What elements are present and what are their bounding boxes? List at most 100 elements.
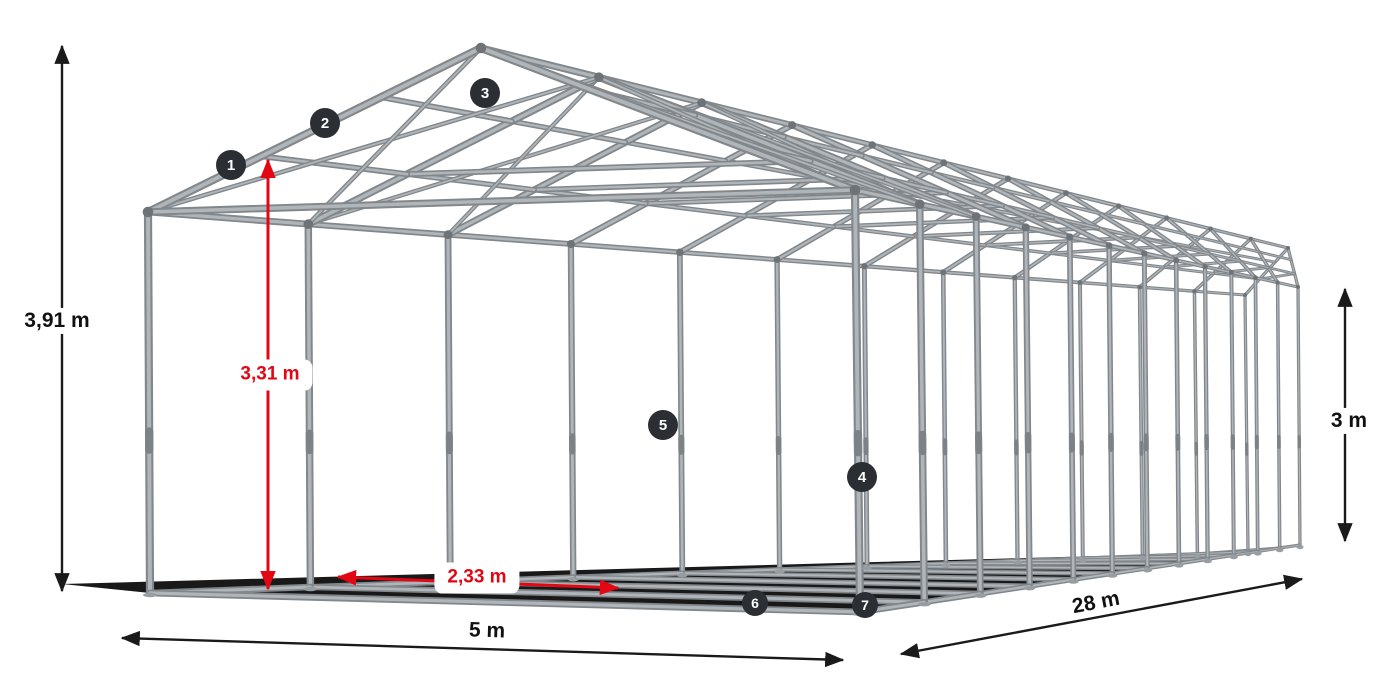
base-plate: [677, 572, 688, 578]
roof-purlin: [1238, 259, 1270, 270]
frame-joint: [1202, 263, 1208, 270]
base-plate: [1296, 544, 1304, 550]
base-plate: [1253, 551, 1262, 556]
ridge-beam: [1063, 190, 1121, 209]
callout-2[interactable]: 2: [310, 108, 340, 138]
side-height-label: 3 m: [1324, 407, 1374, 435]
frame-joint: [1105, 242, 1113, 250]
frame-joint: [1066, 233, 1074, 241]
frame-joint: [773, 256, 781, 264]
eave-purlin: [1067, 234, 1112, 249]
frame-joint: [697, 98, 707, 108]
rafter: [1005, 176, 1147, 256]
roof-purlin: [1232, 253, 1277, 264]
callout-5[interactable]: 5: [648, 410, 678, 440]
rafter: [1164, 215, 1234, 275]
rafter: [476, 43, 860, 195]
ridge-beam: [1005, 176, 1069, 196]
post: [915, 200, 929, 606]
eave-purlin: [1174, 258, 1208, 269]
frame-joint: [1164, 215, 1170, 221]
base-plate: [862, 566, 872, 571]
collar-tie: [1258, 272, 1297, 281]
post: [861, 263, 870, 569]
post: [143, 207, 155, 598]
frame-joint: [142, 206, 154, 218]
post: [1106, 242, 1116, 577]
base-plate: [143, 592, 157, 598]
roof-purlin: [1257, 250, 1293, 262]
roof-purlin: [1267, 266, 1297, 276]
roof-purlin: [643, 201, 748, 219]
post: [1229, 270, 1236, 558]
rafter: [869, 142, 1073, 240]
base-rail: [1145, 561, 1182, 571]
frame-joint: [914, 199, 925, 209]
post: [676, 249, 686, 577]
roof-purlin: [1107, 258, 1166, 269]
post: [1253, 275, 1260, 554]
base-plate: [941, 563, 951, 568]
base-plate: [1244, 551, 1252, 557]
frame-joint: [1248, 236, 1253, 241]
eave-purlin: [1276, 280, 1300, 289]
eave-purlin: [1137, 285, 1197, 293]
rafter: [788, 121, 1029, 231]
base-plate: [1138, 555, 1147, 561]
post: [1192, 289, 1200, 556]
post: [1141, 250, 1150, 571]
rafter: [1208, 226, 1258, 280]
roof-purlin: [1097, 211, 1147, 226]
eave-purlin: [1142, 251, 1179, 263]
roof-purlin: [623, 139, 729, 164]
frame-joint: [1296, 285, 1300, 289]
post: [444, 231, 454, 586]
frame-joint: [1243, 293, 1247, 297]
callout-7[interactable]: 7: [852, 592, 878, 618]
base-plate: [1229, 554, 1238, 560]
frame-joint: [971, 212, 981, 221]
frame-joint: [1228, 269, 1234, 275]
ground-beam: [146, 589, 864, 616]
post: [1275, 280, 1282, 550]
frame-joint: [1253, 275, 1258, 281]
collar-tie: [831, 215, 1056, 229]
eave-purlin: [973, 213, 1029, 231]
frame-joint: [940, 159, 948, 167]
base-plate: [1142, 568, 1153, 573]
roof-purlin: [1207, 252, 1242, 263]
callout-3[interactable]: 3: [470, 78, 500, 108]
eave-purlin: [774, 257, 867, 269]
post: [567, 240, 577, 581]
callout-6[interactable]: 6: [742, 590, 768, 616]
base-plate: [1276, 547, 1284, 553]
frame-joint: [788, 121, 797, 130]
eave-purlin: [1253, 276, 1280, 285]
eave-purlin: [1203, 264, 1234, 275]
ridge-beam: [1164, 216, 1213, 231]
frame-joint: [676, 248, 684, 256]
post: [940, 269, 949, 566]
rafter: [1286, 246, 1300, 289]
frame-joint: [566, 239, 575, 249]
roof-purlin: [508, 118, 629, 146]
frame-joint: [443, 230, 453, 240]
post: [774, 256, 783, 573]
callout-4[interactable]: 4: [847, 462, 877, 492]
frame-joint: [1137, 284, 1142, 290]
frame-joint: [849, 184, 861, 196]
post: [850, 185, 865, 617]
base-rail: [1278, 543, 1302, 550]
total-height-label: 3,91 m: [18, 307, 96, 335]
eave-purlin: [1023, 224, 1073, 240]
eave-purlin: [1229, 270, 1258, 280]
roof-purlin: [743, 213, 836, 229]
rafter: [1063, 190, 1179, 263]
base-plate: [303, 586, 317, 592]
callout-1[interactable]: 1: [216, 150, 246, 180]
post: [1296, 285, 1302, 547]
post: [1173, 257, 1182, 566]
frame-joint: [1192, 289, 1197, 294]
ground-beam: [777, 567, 1115, 576]
